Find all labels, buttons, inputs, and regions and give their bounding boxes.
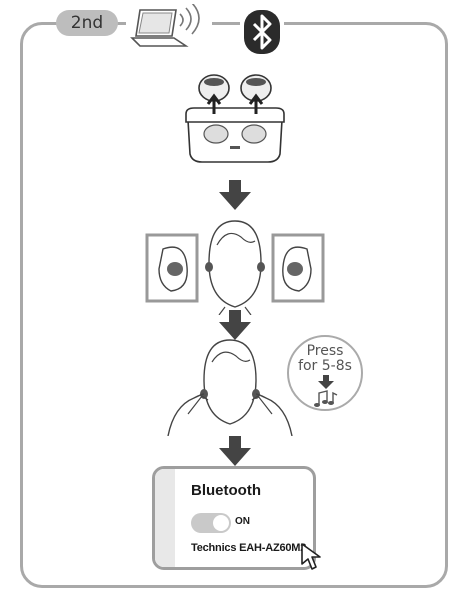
bluetooth-toggle[interactable] xyxy=(191,513,231,533)
device-list-item[interactable]: Technics EAH-AZ60M2 xyxy=(191,542,307,554)
toggle-knob xyxy=(213,515,229,531)
panel-side-bar xyxy=(155,469,175,567)
down-arrow-icon xyxy=(219,310,251,340)
wearing-earbuds-illustration xyxy=(145,215,325,316)
bluetooth-title: Bluetooth xyxy=(191,482,261,499)
charging-case-illustration xyxy=(180,70,290,166)
down-arrow-icon xyxy=(318,375,334,389)
press-callout: Press for 5-8s xyxy=(287,335,363,411)
down-arrow-icon xyxy=(219,180,251,210)
press-duration-label: for 5-8s xyxy=(298,358,352,374)
press-touch-sensors-illustration xyxy=(160,336,300,437)
bluetooth-settings-panel: Bluetooth ON Technics EAH-AZ60M2 xyxy=(152,466,316,570)
mouse-pointer-icon xyxy=(300,542,326,572)
bluetooth-icon xyxy=(240,8,284,56)
toggle-state-label: ON xyxy=(235,516,250,527)
instruction-frame xyxy=(20,22,448,588)
down-arrow-icon xyxy=(219,436,251,466)
step-badge: 2nd xyxy=(56,10,118,36)
music-note-icon xyxy=(314,390,338,407)
press-label: Press xyxy=(306,343,344,359)
laptop-wireless-icon xyxy=(126,2,212,50)
